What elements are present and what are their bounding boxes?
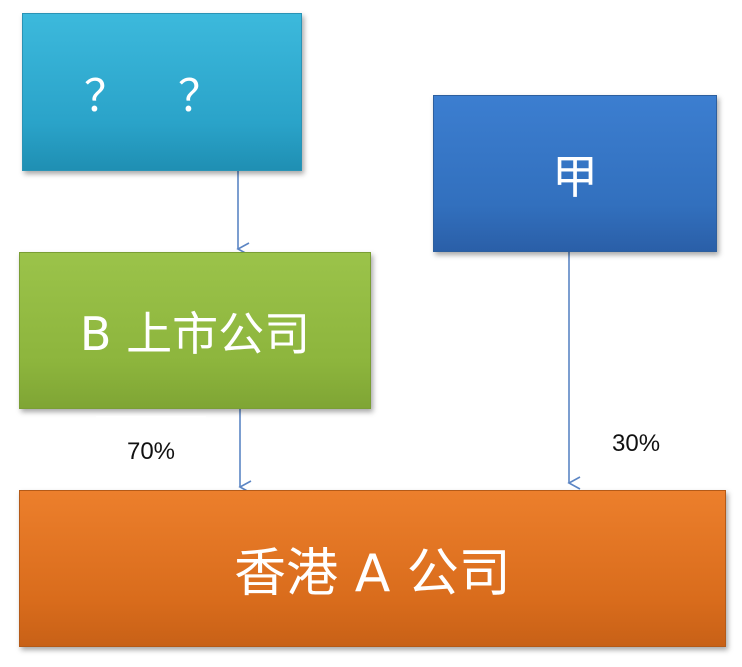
node-b-label: B 上市公司 [79, 306, 311, 361]
node-jia: 甲 [433, 95, 717, 252]
edge-label-70: 70% [96, 416, 206, 488]
node-hk-label: 香港 A 公司 [234, 544, 511, 604]
node-b-listed-company: B 上市公司 [19, 252, 371, 409]
node-jia-label: 甲 [552, 149, 598, 204]
node-hk-a-company: 香港 A 公司 [19, 490, 726, 647]
edge-label-30: 30% [612, 430, 661, 458]
node-unknown-shareholder: ？ ？ [22, 13, 302, 171]
node-unknown-label: ？ ？ [84, 71, 240, 122]
